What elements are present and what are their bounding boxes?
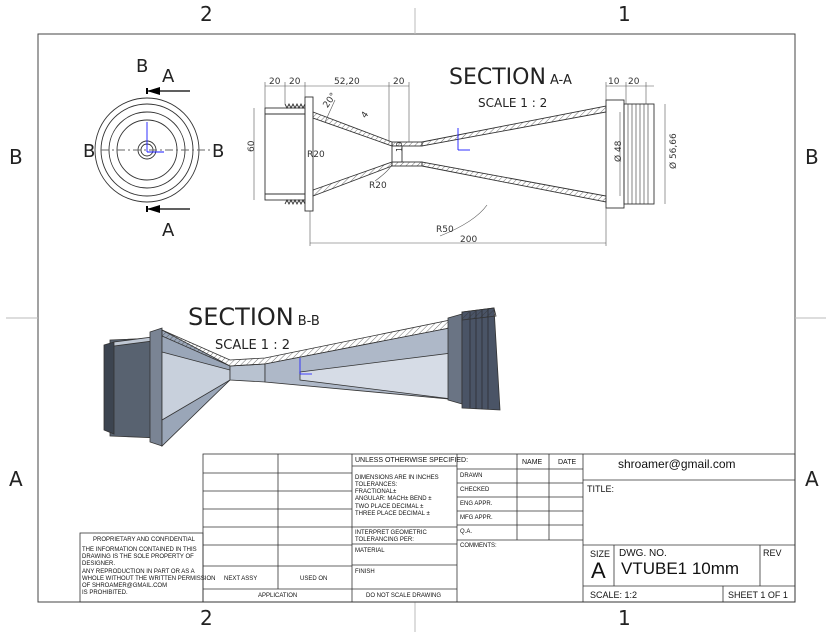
dim-4: 4 [360, 110, 372, 121]
comments: COMMENTS: [460, 543, 497, 549]
title-label: TITLE: [587, 484, 615, 494]
cut-label-top: B [136, 56, 148, 77]
fractional: FRACTIONAL± [355, 489, 397, 495]
eng-appr: ENG APPR. [460, 501, 493, 507]
next-assy: NEXT ASSY [224, 576, 258, 582]
zone-top-right: 1 [618, 2, 631, 26]
tolerances: TOLERANCES: [355, 482, 398, 488]
dim-angle: 20° [322, 91, 339, 110]
unless-specified: UNLESS OTHERWISE SPECIFIED: [355, 457, 469, 464]
dim-20c: 20 [393, 77, 405, 87]
prop-line-1: THE INFORMATION CONTAINED IN THIS [82, 547, 197, 553]
dim-20b: 20 [289, 77, 301, 87]
col-date: DATE [558, 459, 577, 466]
zone-right-upper: B [805, 145, 819, 169]
scale-value: SCALE: 1:2 [590, 590, 638, 600]
arrow-label-top: A [162, 66, 175, 87]
cut-label-right: B [212, 141, 224, 162]
interpret: INTERPRET GEOMETRIC TOLERANCING PER: [355, 530, 427, 543]
section-aa-scale: SCALE 1 : 2 [478, 96, 547, 110]
dims-inches: DIMENSIONS ARE IN INCHES [355, 475, 439, 481]
proprietary-title: PROPRIETARY AND CONFIDENTIAL [93, 537, 196, 543]
dim-60: 60 [247, 140, 257, 152]
material: MATERIAL [355, 548, 385, 554]
prop-line-6: OF SHROAMER@GMAIL.COM [82, 583, 168, 589]
angular: ANGULAR: MACH± BEND ± [355, 496, 432, 502]
dim-d48: Ø 48 [613, 140, 624, 162]
size-value: A [591, 558, 606, 583]
checked: CHECKED [460, 487, 490, 493]
prop-line-4: ANY REPRODUCTION IN PART OR AS A [82, 569, 195, 575]
dim-d5666: Ø 56,66 [668, 133, 679, 169]
prop-line-5: WHOLE WITHOUT THE WRITTEN PERMISSION [82, 576, 216, 582]
zone-left-lower: A [9, 467, 23, 491]
prop-line-7: IS PROHIBITED. [82, 590, 128, 596]
dim-20d: 20 [628, 77, 640, 87]
dwg-no-label: DWG. NO. [619, 548, 667, 559]
finish: FINISH [355, 569, 375, 575]
end-view [94, 87, 210, 213]
do-not-scale: DO NOT SCALE DRAWING [366, 593, 442, 599]
section-bb-model [103, 307, 501, 447]
section-bb-scale: SCALE 1 : 2 [215, 338, 290, 353]
sheet-value: SHEET 1 OF 1 [728, 590, 788, 600]
zone-top-left: 2 [200, 2, 213, 26]
drawn: DRAWN [460, 473, 483, 479]
prop-line-3: DESIGNER. [82, 561, 116, 567]
qa: Q.A. [460, 529, 473, 535]
dim-200: 200 [460, 235, 477, 245]
zone-right-lower: A [805, 467, 819, 491]
email: shroamer@gmail.com [618, 457, 736, 471]
two-place: TWO PLACE DECIMAL ± [355, 504, 424, 510]
section-aa-geometry [264, 96, 655, 212]
zone-bottom-left: 2 [200, 606, 213, 630]
dim-10b: 10 [395, 142, 404, 152]
dim-r50: R50 [436, 225, 454, 235]
dwg-no: VTUBE1 10mm [621, 559, 740, 578]
prop-line-2: DRAWING IS THE SOLE PROPERTY OF [82, 554, 194, 560]
dim-20a: 20 [269, 77, 281, 87]
col-name: NAME [522, 459, 543, 466]
zone-left-upper: B [9, 145, 23, 169]
dim-10a: 10 [608, 77, 620, 87]
dim-5220: 52,20 [334, 77, 360, 87]
used-on: USED ON [300, 576, 328, 582]
title-block-grid [79, 453, 796, 603]
zone-bottom-right: 1 [618, 606, 631, 630]
rev-label: REV [763, 548, 782, 558]
dim-r20a: R20 [307, 150, 325, 160]
three-place: THREE PLACE DECIMAL ± [355, 511, 430, 517]
dim-r20b: R20 [369, 181, 387, 191]
application: APPLICATION [258, 593, 298, 599]
arrow-label-bottom: A [162, 220, 175, 241]
cut-label-left: B [83, 141, 95, 162]
mfg-appr: MFG APPR. [460, 515, 493, 521]
size-label: SIZE [590, 549, 611, 559]
section-aa-dimensions [253, 82, 666, 246]
